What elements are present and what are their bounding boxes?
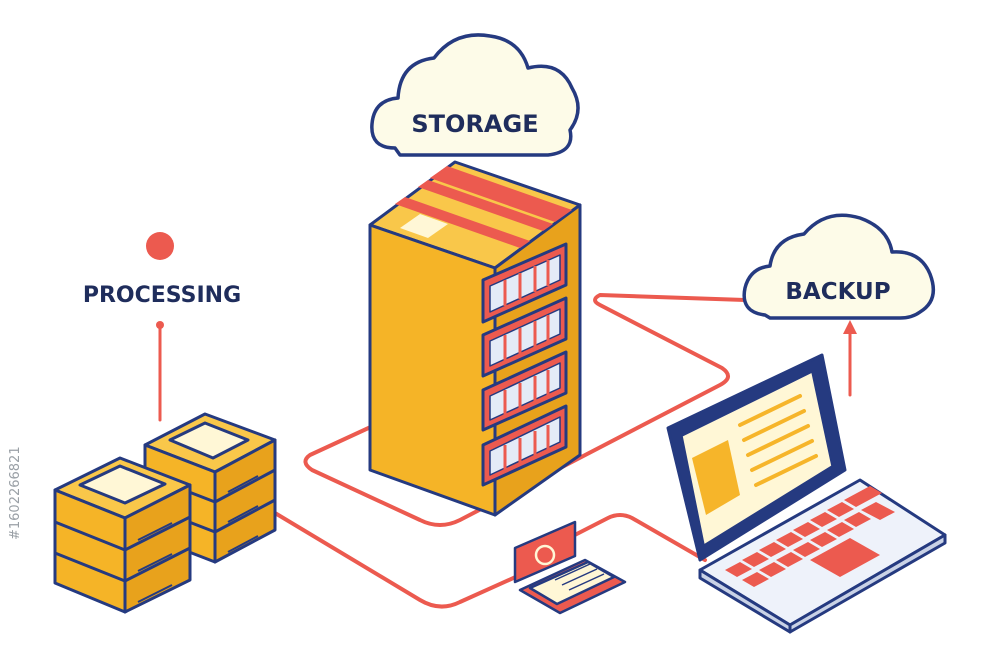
rack-drive-bays	[489, 254, 561, 476]
pin-node	[156, 321, 164, 329]
rack-loop-line	[303, 293, 747, 527]
connection-lines	[158, 293, 852, 609]
cloud-icon	[742, 213, 936, 320]
rack-drive-dividers	[503, 260, 550, 471]
laptop-keyboard	[725, 486, 895, 587]
arrow-up-icon	[843, 320, 857, 334]
backup-label: BACKUP	[785, 279, 890, 305]
stock-image-id: #1602266821	[8, 446, 23, 540]
tablet-device-icon	[513, 520, 627, 615]
tablet-laptop-line	[563, 513, 707, 562]
cloud-icon	[370, 33, 580, 157]
dot-marker-icon	[146, 232, 174, 260]
processing-tablet-line	[268, 508, 522, 609]
server-box-stack-icon	[53, 412, 277, 614]
processing-label: PROCESSING	[83, 283, 241, 308]
storage-label: STORAGE	[411, 110, 538, 138]
server-rack-icon	[368, 160, 582, 517]
laptop-icon	[666, 353, 947, 634]
